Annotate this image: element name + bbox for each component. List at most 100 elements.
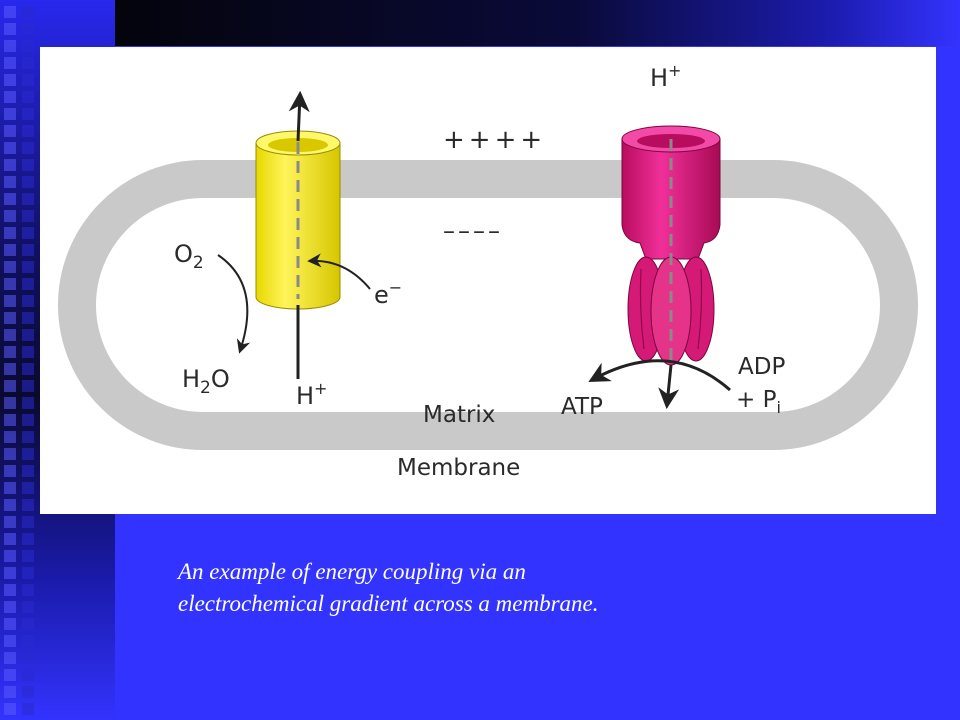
pattern-square: [4, 448, 16, 460]
pattern-square: [22, 91, 34, 103]
pattern-square: [22, 108, 34, 120]
pattern-square: [4, 57, 16, 69]
pattern-square: [4, 193, 16, 205]
pattern-square: [4, 533, 16, 545]
pattern-square: [22, 703, 34, 715]
pattern-square: [22, 363, 34, 375]
pattern-square: [4, 686, 16, 698]
pattern-square: [4, 601, 16, 613]
pattern-square: [4, 550, 16, 562]
caption-line-2: electrochemical gradient across a membra…: [178, 591, 599, 616]
pattern-square: [4, 176, 16, 188]
pattern-square: [4, 91, 16, 103]
membrane-loop: [58, 160, 918, 450]
diagram-panel: ++++ –––– O2 H2O H+ e− H+ ATP ADP + Pi M…: [40, 47, 936, 514]
pattern-square: [4, 295, 16, 307]
pattern-square: [22, 397, 34, 409]
pattern-square: [4, 703, 16, 715]
pattern-square: [22, 431, 34, 443]
pattern-square: [4, 431, 16, 443]
slide-top-bar: [115, 0, 960, 46]
pattern-square: [4, 210, 16, 222]
proton-label-top: H+: [650, 61, 681, 92]
pattern-square: [4, 482, 16, 494]
pattern-square: [22, 295, 34, 307]
pattern-square: [4, 74, 16, 86]
pattern-square: [4, 652, 16, 664]
caption-line-1: An example of energy coupling via an: [178, 559, 526, 584]
water-label: H2O: [182, 365, 230, 398]
energy-coupling-diagram: ++++ –––– O2 H2O H+ e− H+ ATP ADP + Pi M…: [58, 61, 918, 481]
pattern-square: [4, 159, 16, 171]
pattern-square: [4, 125, 16, 137]
pattern-square: [4, 380, 16, 392]
pattern-square: [4, 499, 16, 511]
pattern-square: [4, 397, 16, 409]
oxygen-label: O2: [174, 240, 204, 273]
pattern-square: [22, 227, 34, 239]
pattern-square: [22, 193, 34, 205]
pattern-square: [4, 312, 16, 324]
pattern-square: [22, 74, 34, 86]
pattern-square: [22, 346, 34, 358]
pattern-square: [4, 108, 16, 120]
pattern-square: [22, 23, 34, 35]
slide-caption: An example of energy coupling via an ele…: [178, 556, 878, 620]
negative-charges: ––––: [443, 217, 503, 245]
proton-path-arrow-left: [288, 90, 310, 379]
pattern-square: [22, 244, 34, 256]
oxygen-reduction-arrow: [217, 254, 251, 354]
pattern-square: [4, 329, 16, 341]
pattern-square: [22, 516, 34, 528]
slide-square-pattern: [4, 6, 34, 715]
matrix-label: Matrix: [423, 402, 495, 428]
pattern-square: [22, 652, 34, 664]
pattern-square: [22, 312, 34, 324]
pattern-square: [22, 669, 34, 681]
electron-label: e−: [374, 278, 402, 309]
pattern-square: [22, 210, 34, 222]
pattern-square: [4, 669, 16, 681]
pattern-square: [22, 329, 34, 341]
pattern-square: [22, 618, 34, 630]
pattern-square: [4, 363, 16, 375]
pattern-square: [4, 244, 16, 256]
pattern-square: [4, 6, 16, 18]
pattern-square: [22, 176, 34, 188]
pattern-square: [22, 142, 34, 154]
pattern-square: [4, 227, 16, 239]
pattern-square: [4, 23, 16, 35]
pattern-square: [22, 125, 34, 137]
pattern-square: [22, 567, 34, 579]
positive-charges: ++++: [443, 125, 546, 155]
pattern-square: [22, 635, 34, 647]
pattern-square: [22, 57, 34, 69]
pattern-square: [22, 40, 34, 52]
pattern-square: [22, 499, 34, 511]
pattern-square: [4, 261, 16, 273]
pattern-square: [22, 6, 34, 18]
atp-synthase: [621, 125, 721, 366]
pattern-square: [4, 465, 16, 477]
pattern-square: [22, 686, 34, 698]
membrane-label: Membrane: [397, 455, 520, 481]
pattern-square: [22, 550, 34, 562]
pattern-square: [4, 346, 16, 358]
atp-synthesis-arrow: [588, 359, 731, 392]
atp-label: ATP: [561, 394, 603, 420]
pattern-square: [22, 414, 34, 426]
proton-path-arrow-right: [658, 139, 680, 410]
pattern-square: [22, 261, 34, 273]
phosphate-label: + Pi: [736, 387, 781, 417]
proton-label-bottom: H+: [296, 379, 327, 410]
pattern-square: [4, 142, 16, 154]
pattern-square: [22, 584, 34, 596]
pattern-square: [22, 482, 34, 494]
pattern-square: [22, 465, 34, 477]
pattern-square: [4, 40, 16, 52]
pattern-square: [22, 159, 34, 171]
pattern-square: [22, 533, 34, 545]
pattern-square: [4, 278, 16, 290]
pattern-square: [4, 516, 16, 528]
pattern-square: [22, 278, 34, 290]
